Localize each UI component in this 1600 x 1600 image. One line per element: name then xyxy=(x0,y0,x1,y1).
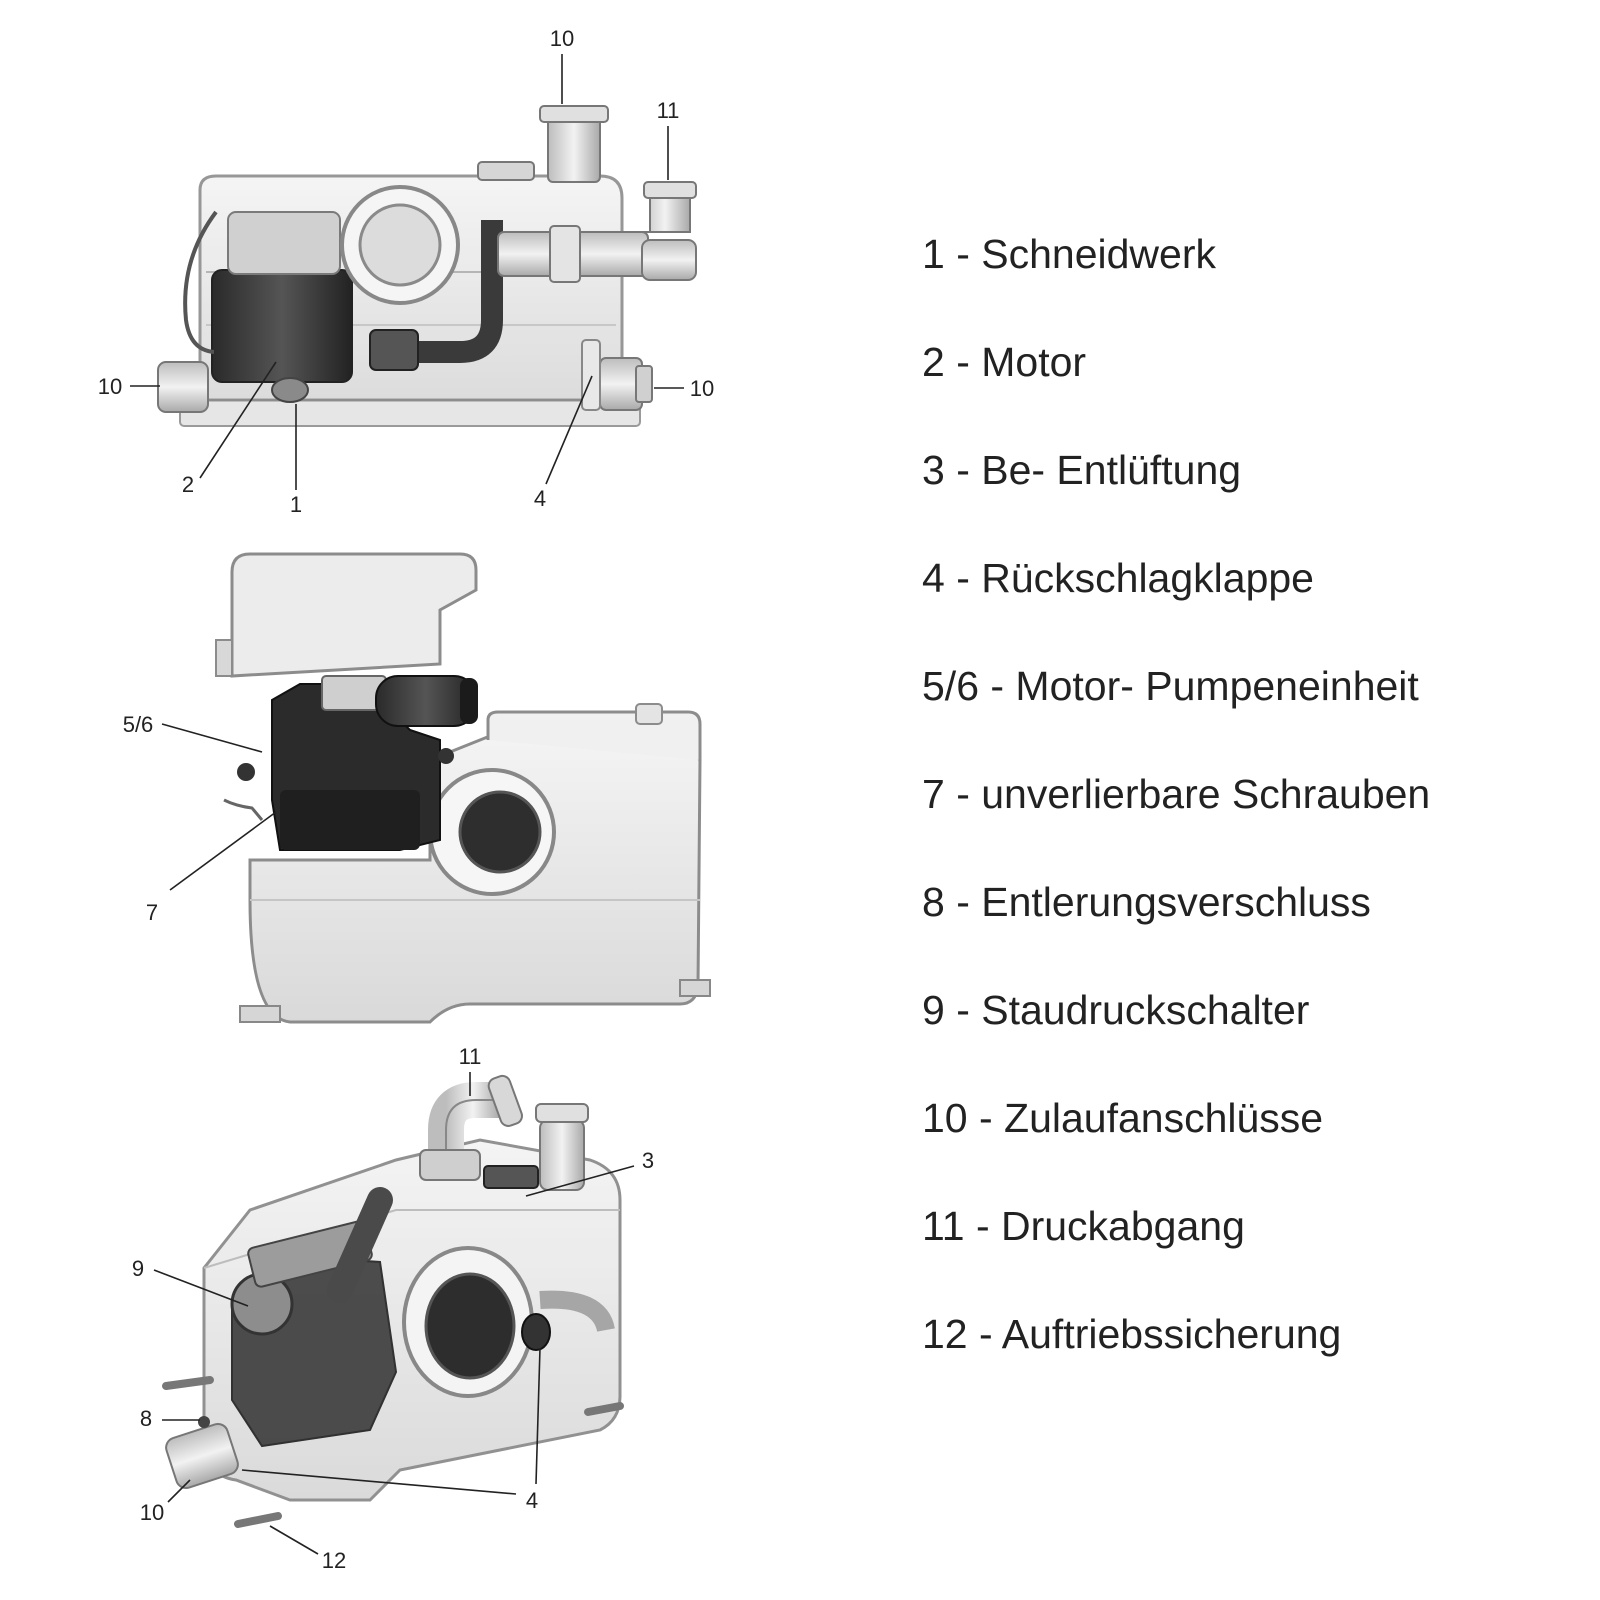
legend-item: 3 - Be- Entlüftung xyxy=(922,447,1242,493)
legend-item: 9 - Staudruckschalter xyxy=(922,987,1310,1033)
middle-pump-view xyxy=(215,552,711,1024)
callout-12: 12 xyxy=(322,1548,346,1573)
callout-4: 4 xyxy=(534,486,546,511)
callout-10-bottom: 10 xyxy=(140,1500,164,1525)
callout-9: 9 xyxy=(132,1256,144,1281)
top-callouts: 10 11 10 10 2 1 4 xyxy=(98,26,714,517)
callout-8: 8 xyxy=(140,1406,152,1431)
callout-11-top: 11 xyxy=(657,98,680,123)
legend-item: 1 - Schneidwerk xyxy=(922,231,1216,277)
parts-legend: 1 - Schneidwerk 2 - Motor 3 - Be- Entlüf… xyxy=(922,200,1582,1388)
legend-item: 10 - Zulaufanschlüsse xyxy=(922,1095,1324,1141)
legend-item: 2 - Motor xyxy=(922,339,1087,385)
callout-10-left: 10 xyxy=(98,374,122,399)
legend-item: 8 - Entlerungsverschluss xyxy=(922,879,1371,925)
callout-10-right: 10 xyxy=(690,376,714,401)
bottom-pump-view xyxy=(162,1074,624,1528)
legend-item: 12 - Auftriebssicherung xyxy=(922,1311,1342,1357)
bottom-callouts: 11 3 9 8 10 4 12 xyxy=(132,1044,654,1573)
middle-callouts: 5/6 7 xyxy=(123,712,277,925)
callout-1: 1 xyxy=(290,492,302,517)
callout-7: 7 xyxy=(146,900,158,925)
legend-item: 5/6 - Motor- Pumpeneinheit xyxy=(922,663,1419,709)
legend-item: 4 - Rückschlagklappe xyxy=(922,555,1314,601)
callout-4-bottom: 4 xyxy=(526,1488,538,1513)
callout-10-top: 10 xyxy=(550,26,574,51)
callout-2: 2 xyxy=(182,472,194,497)
legend-item: 11 - Druckabgang xyxy=(922,1203,1245,1249)
legend-item: 7 - unverlierbare Schrauben xyxy=(922,771,1431,817)
callout-5-6: 5/6 xyxy=(123,712,154,737)
top-pump-view xyxy=(157,105,697,427)
callout-3: 3 xyxy=(642,1148,654,1173)
callout-11-bottom: 11 xyxy=(459,1044,482,1069)
